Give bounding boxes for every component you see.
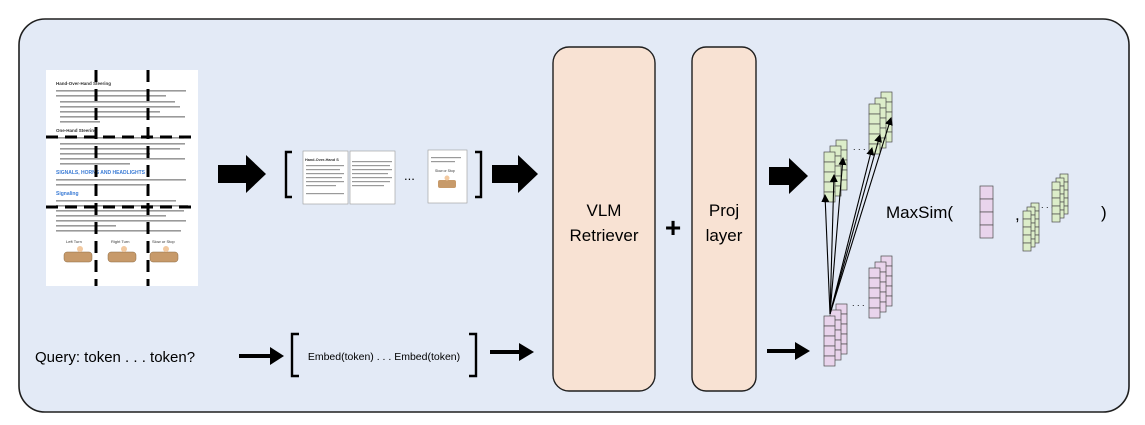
bracket-left-icon — [290, 332, 299, 378]
gesture-illustration — [63, 251, 179, 263]
maxsim-doc-stack — [1022, 210, 1032, 252]
patch-ellipsis: ... — [404, 168, 415, 183]
bracket-right-icon — [475, 150, 483, 199]
plus-sign: + — [665, 212, 681, 243]
doc-section-title: One-Hand Steering — [56, 128, 97, 133]
arrow-icon — [239, 347, 284, 365]
gesture-label: Left Turn — [66, 239, 82, 244]
patch-strip: Hand-Over-Hand S ... Slow or S — [284, 149, 483, 205]
maxsim-doc-stack — [1051, 181, 1061, 223]
doc-embedding-stack — [868, 103, 881, 155]
arrow-icon — [769, 158, 808, 194]
maxsim-arrows — [821, 117, 893, 315]
patch-thumbnail — [427, 149, 468, 204]
maxsim-comma: , — [1015, 205, 1020, 224]
ellipsis-icon: . . . — [852, 298, 865, 308]
patch-title: Hand-Over-Hand S — [305, 158, 339, 162]
doc-section-title: SIGNALS, HORNS AND HEADLIGHTS — [56, 170, 146, 176]
proj-layer-label: Proj — [709, 201, 739, 220]
query-embedding-stack — [823, 315, 836, 367]
proj-layer-label: layer — [706, 226, 743, 245]
query-embed-text: Embed(token) . . . Embed(token) — [308, 351, 460, 363]
vlm-retriever-label: VLM — [587, 201, 622, 220]
bracket-left-icon — [284, 150, 292, 199]
arrow-icon — [490, 343, 534, 361]
proj-layer-block — [691, 46, 757, 392]
ellipsis-icon: . . . — [853, 142, 866, 152]
doc-section-title: Hand-Over-Hand Steering — [56, 81, 111, 86]
arrow-icon — [767, 342, 810, 360]
doc-section-title: Signaling — [56, 191, 79, 197]
bracket-right-icon — [469, 332, 478, 378]
maxsim-query-vector — [979, 185, 994, 239]
gesture-label: Right Turn — [111, 239, 129, 244]
vlm-retriever-label: Retriever — [570, 226, 639, 245]
maxsim-close: ) — [1101, 203, 1107, 222]
maxsim-label: MaxSim( — [886, 203, 953, 222]
vlm-retriever-block — [552, 46, 656, 392]
query-text: Query: token . . . token? — [35, 349, 195, 366]
query-embedding-stack — [868, 267, 881, 319]
document-page: Hand-Over-Hand Steering One-Hand Steerin… — [46, 70, 198, 286]
gesture-label: Slow or Stop — [152, 239, 175, 244]
patch-title: Slow or Stop — [435, 169, 455, 173]
ellipsis-icon: . . . — [1041, 200, 1054, 210]
patch-grid — [46, 70, 198, 286]
arrow-icon — [492, 155, 538, 193]
embedding-stacks: . . . . . . . . . — [821, 91, 1069, 367]
arrow-icon — [218, 155, 266, 193]
